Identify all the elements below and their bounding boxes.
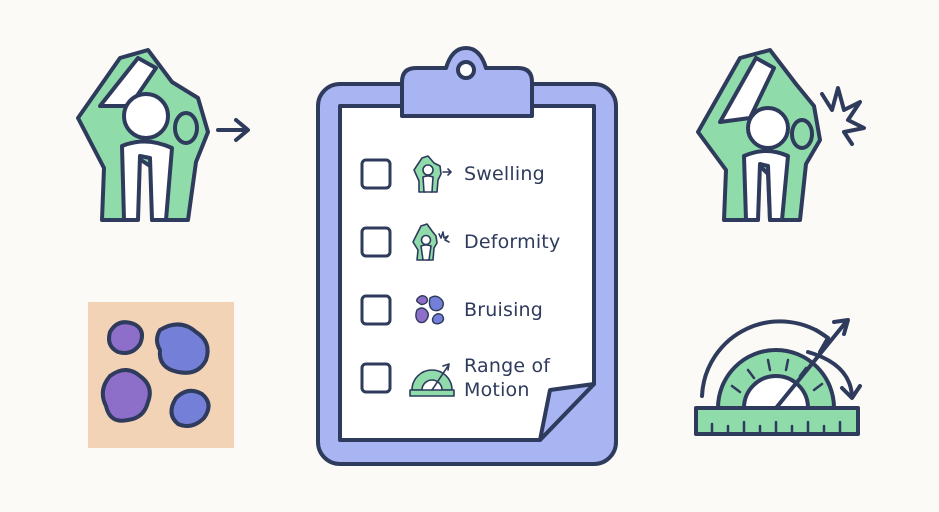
checklist-item-range-of-motion[interactable]: Range of Motion [360,354,620,406]
checklist-item-bruising[interactable]: Bruising [360,290,620,330]
checkbox-icon[interactable] [360,294,392,326]
range-of-motion-protractor-icon [694,318,862,436]
checklist-item-label: Swelling [464,163,545,185]
checklist-item-label: Deformity [464,231,561,253]
bruise-icon [415,295,445,325]
clipboard-icon [316,46,618,466]
label-line: Motion [464,379,530,401]
checkbox-icon[interactable] [360,226,392,258]
swollen-knee-icon [413,155,453,193]
swollen-knee-icon [76,48,250,222]
deformed-knee-icon [696,48,866,222]
bruised-skin-icon [88,302,234,448]
checklist-item-label: Bruising [464,299,544,321]
checklist-item-deformity[interactable]: Deformity [360,222,620,262]
checkbox-icon[interactable] [360,158,392,190]
checkbox-icon[interactable] [360,362,392,394]
checklist-item-swelling[interactable]: Swelling [360,154,620,194]
deformed-knee-icon [412,223,450,261]
label-line: Range of [464,355,551,377]
protractor-icon [409,363,455,397]
checklist-item-label: Range of Motion [464,354,550,402]
